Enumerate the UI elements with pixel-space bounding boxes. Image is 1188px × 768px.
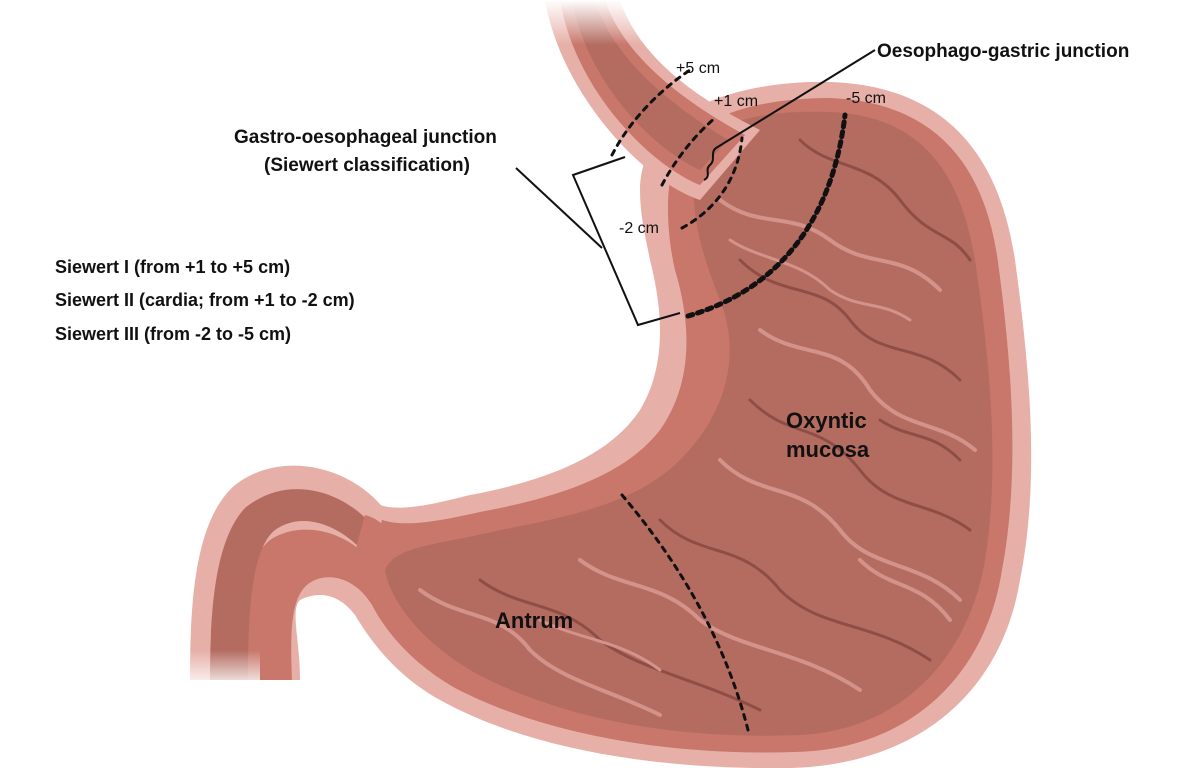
- cm-plus1-label: +1 cm: [714, 93, 758, 110]
- oxyntic-label-line2: mucosa: [786, 437, 870, 462]
- duodenum-lumen: [210, 489, 372, 680]
- oxyntic-label-line1: Oxyntic: [786, 408, 867, 433]
- pylorus: [355, 515, 392, 600]
- plus5-boundary: [610, 68, 692, 157]
- ogj-leader: [703, 49, 876, 181]
- bracket-leader: [515, 167, 603, 249]
- stomach-mucosa: [385, 111, 993, 736]
- fade-bottom-left: [180, 650, 260, 690]
- stomach-body: [180, 0, 1032, 768]
- siewert-2: Siewert II (cardia; from +1 to -2 cm): [55, 290, 355, 310]
- cm-minus2-label: -2 cm: [619, 220, 659, 237]
- labels: Oesophago-gastric junction Gastro-oesoph…: [55, 41, 1129, 633]
- siewert-1: Siewert I (from +1 to +5 cm): [55, 257, 290, 277]
- antrum-label: Antrum: [495, 608, 573, 633]
- ogj-label: Oesophago-gastric junction: [877, 41, 1129, 62]
- cm-plus5-label: +5 cm: [676, 60, 720, 77]
- boundary-lines: [610, 68, 848, 732]
- cm-minus5-label: -5 cm: [846, 90, 886, 107]
- minus2-boundary: [680, 136, 744, 230]
- plus1-boundary: [660, 116, 717, 187]
- gej-title-line1: Gastro-oesophageal junction: [234, 127, 497, 148]
- minus5-boundary: [685, 112, 848, 319]
- siewert-bracket: [515, 49, 876, 327]
- gej-title-line2: (Siewert classification): [264, 155, 470, 176]
- siewert-3: Siewert III (from -2 to -5 cm): [55, 324, 291, 344]
- bracket-line: [571, 156, 681, 327]
- mucosal-folds: [418, 138, 977, 717]
- antrum-boundary: [620, 493, 750, 732]
- fade-top: [520, 0, 660, 45]
